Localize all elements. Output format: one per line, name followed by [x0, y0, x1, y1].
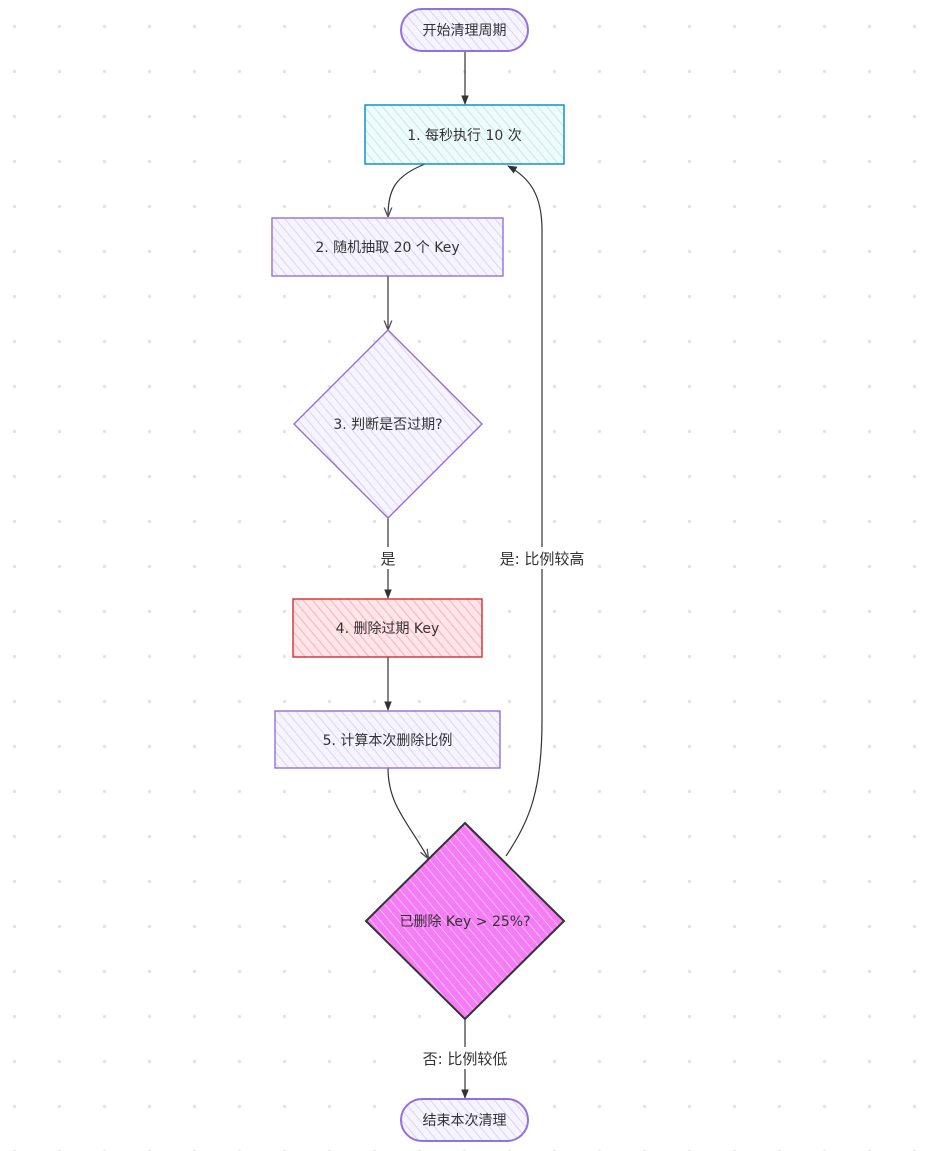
edges [387, 52, 543, 1099]
edge-step1-to-step2 [388, 163, 426, 216]
edge-label-high-ratio: 是: 比例较高 [500, 550, 585, 568]
node-end-shape [400, 1098, 529, 1142]
node-step3: 3. 判断是否过期? [293, 329, 483, 519]
edge-decision-to-step1 [505, 165, 543, 857]
node-step4-label: 4. 删除过期 Key [336, 621, 440, 637]
node-start-label: 开始清理周期 [423, 23, 507, 39]
node-step4-shape [292, 598, 483, 658]
node-step5-label: 5. 计算本次删除比例 [323, 733, 453, 749]
node-step1: 1. 每秒执行 10 次 [364, 104, 565, 165]
node-end: 结束本次清理 [400, 1098, 529, 1142]
edge-label-yes-background [378, 547, 398, 569]
node-step2-label: 2. 随机抽取 20 个 Key [315, 240, 459, 256]
node-step5-shape [274, 710, 501, 769]
node-step2-shape [271, 217, 504, 277]
node-step2: 2. 随机抽取 20 个 Key [271, 217, 504, 277]
node-end-label: 结束本次清理 [423, 1113, 507, 1129]
node-start: 开始清理周期 [400, 8, 529, 52]
node-start-shape [400, 8, 529, 52]
node-step3-shape [293, 329, 483, 519]
edge-step5-to-decision [387, 767, 428, 858]
node-decision-shape [364, 821, 566, 1021]
edge-labels: 是 是: 比例较高 否: 比例较低 [378, 547, 592, 1069]
node-step1-label: 1. 每秒执行 10 次 [407, 128, 522, 144]
node-step1-shape [364, 104, 565, 165]
node-decision: 已删除 Key > 25%? [364, 821, 566, 1021]
node-step5: 5. 计算本次删除比例 [274, 710, 501, 769]
edge-label-low-ratio: 否: 比例较低 [423, 1050, 508, 1068]
node-step4: 4. 删除过期 Key [292, 598, 483, 658]
edge-label-yes: 是 [380, 550, 395, 568]
node-step3-label: 3. 判断是否过期? [333, 417, 442, 433]
edge-label-low-ratio-background [414, 1047, 516, 1069]
node-decision-label: 已删除 Key > 25%? [399, 914, 530, 930]
edge-label-high-ratio-background [492, 547, 592, 569]
